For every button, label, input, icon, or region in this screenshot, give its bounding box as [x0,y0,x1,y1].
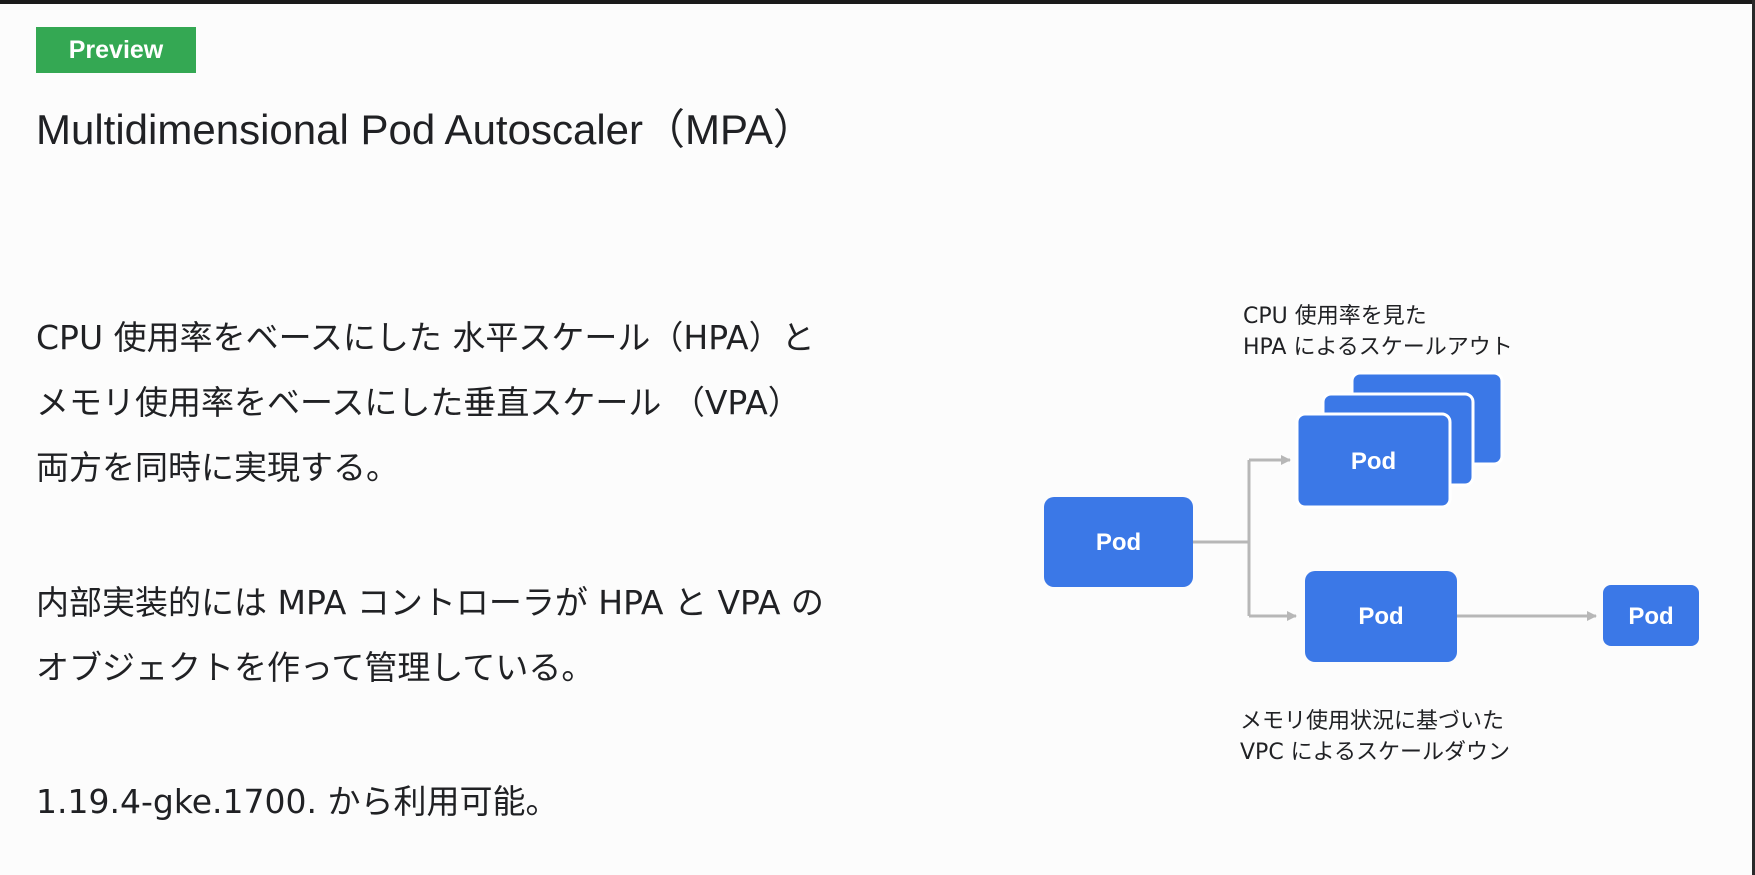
paragraph-line-2: メモリ使用率をベースにした垂直スケール （VPA） [36,383,801,422]
paragraph-line-5: オブジェクトを作って管理している。 [36,648,595,687]
hpa-caption: CPU 使用率を見た HPA によるスケールアウト [1243,302,1513,364]
availability-note: 1.19.4-gke.1700. から利用可能。 [36,782,559,821]
paragraph-line-4: 内部実装的には MPA コントローラが HPA と VPA の [36,583,824,622]
vpa-pod-label: Pod [1358,603,1403,630]
top-border [0,0,1755,4]
paragraph-line-3: 両方を同時に実現する。 [36,448,399,487]
preview-badge: Preview [36,27,196,73]
vpa-caption-line-2: VPC によるスケールダウン [1240,739,1511,765]
paragraph-line-1: CPU 使用率をベースにした 水平スケール（HPA）と [36,318,815,357]
vpa-pod: Pod [1305,571,1457,662]
source-pod-label: Pod [1096,529,1141,556]
hpa-caption-line-2: HPA によるスケールアウト [1243,334,1513,360]
scaled-down-pod: Pod [1603,585,1699,646]
hpa-pod-stack: Pod [1295,371,1504,509]
connectors [1193,455,1597,621]
right-border [1752,0,1755,875]
hpa-pod-front [1295,412,1452,509]
vpa-caption-line-1: メモリ使用状況に基づいた [1240,709,1505,734]
hpa-caption-line-1: CPU 使用率を見た [1243,304,1427,329]
hpa-pod-label: Pod [1351,448,1396,475]
source-pod: Pod [1044,497,1193,587]
slide-title: Multidimensional Pod Autoscaler（MPA） [36,106,815,153]
scaled-down-pod-label: Pod [1628,603,1673,630]
vpa-caption: メモリ使用状況に基づいた VPC によるスケールダウン [1240,707,1510,769]
